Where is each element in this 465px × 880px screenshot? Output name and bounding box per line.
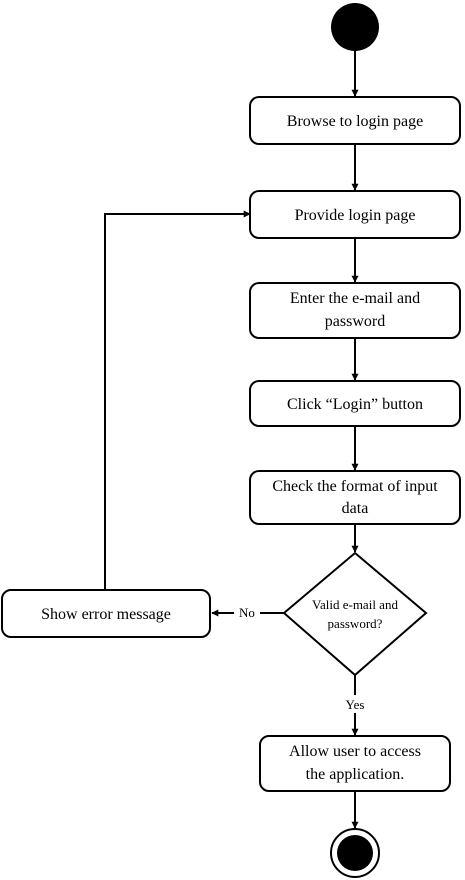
node-decision [282,551,428,677]
no-label: No [239,605,255,620]
node-error [1,589,211,638]
node-click-label: Click “Login” button [287,396,423,413]
node-provide-label: Provide login page [295,207,416,224]
node-allow-label-1: Allow user to access [289,743,421,760]
node-error-label: Show error message [41,606,171,623]
start-node [331,3,379,51]
end-node-core [337,835,373,871]
node-check-label-2: data [342,500,369,517]
node-allow [259,735,451,792]
node-check [249,470,461,525]
node-allow-label-2: the application. [306,766,405,783]
node-enter [249,282,461,339]
node-browse-label: Browse to login page [287,113,423,130]
no-label-bg [234,604,260,622]
node-click [249,380,461,427]
node-enter-label-2: password [325,313,385,330]
yes-label: Yes [346,697,365,712]
node-enter-label-1: Enter the e-mail and [290,290,420,307]
node-decision-label-1: Valid e-mail and [312,597,398,612]
edge-error-provide [104,210,251,589]
node-check-label-1: Check the format of input [272,478,438,495]
node-provide [249,190,461,239]
node-decision-label-2: password? [328,616,383,631]
yes-label-bg [339,695,371,713]
node-browse [249,96,461,145]
